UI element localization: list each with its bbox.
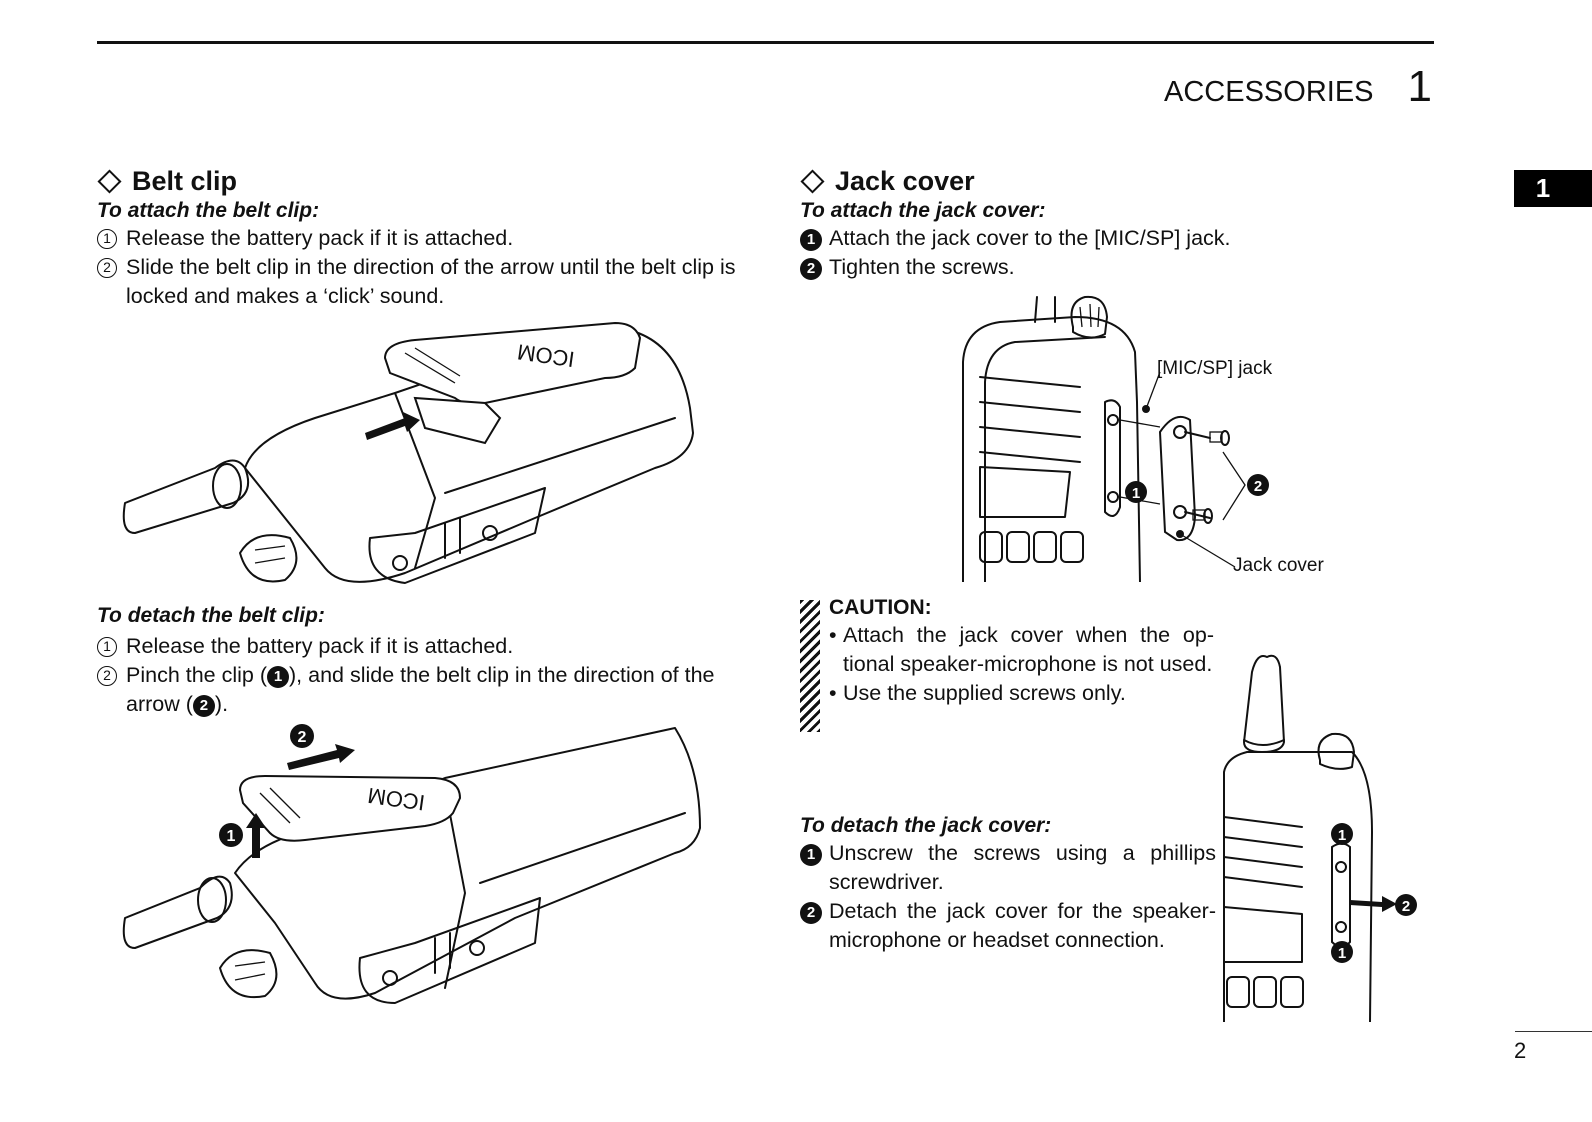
- step-number-icon: 2: [800, 257, 822, 280]
- knob-drawing: [239, 534, 298, 583]
- callout-2-icon: 2: [290, 724, 314, 748]
- cover-leader-line: [1179, 533, 1236, 568]
- belt-clip-drawing: ICOM: [238, 774, 462, 842]
- jack-leader-line: [1145, 371, 1161, 410]
- belt-clip-attach-illustration: ICOM: [122, 321, 694, 584]
- antenna-drawing: [122, 875, 233, 949]
- list-item: 1 Attach the jack cover to the [MIC/SP] …: [800, 224, 1420, 253]
- callout-2-icon: 2: [1247, 474, 1269, 496]
- belt-clip-section: Belt clip To attach the belt clip: 1 Rel…: [97, 166, 737, 311]
- callout-ref-icon: 1: [267, 665, 290, 688]
- svg-text:1: 1: [1132, 485, 1140, 502]
- jack-cover-attach-heading: To attach the jack cover:: [800, 199, 1046, 222]
- belt-clip-attach-steps: 1 Release the battery pack if it is atta…: [97, 224, 737, 311]
- bullet-icon: •: [829, 681, 837, 705]
- jack-cover-title: Jack cover: [800, 166, 1420, 197]
- list-item: 2 Pinch the clip (1), and slide the belt…: [97, 661, 737, 719]
- list-item: 1 Release the battery pack if it is atta…: [97, 632, 737, 661]
- radio-front-drawing: [1223, 732, 1373, 1022]
- list-item: • Use the supplied screws only.: [829, 679, 1214, 708]
- screw-bracket-line: [1222, 451, 1246, 521]
- jack-cover-section: Jack cover To attach the jack cover: 1 A…: [800, 166, 1420, 282]
- jack-cover-attach-steps: 1 Attach the jack cover to the [MIC/SP] …: [800, 224, 1420, 282]
- list-item: 1 Unscrew the screws using a phillips sc…: [800, 839, 1216, 897]
- chapter-header: ACCESSORIES 1: [1164, 62, 1432, 112]
- page-number: 2: [1514, 1038, 1527, 1063]
- mic-sp-jack-label: [MIC/SP] jack: [1157, 358, 1273, 379]
- slide-arrow-icon: [287, 744, 355, 770]
- header-rule: [97, 41, 1434, 44]
- diamond-icon: [97, 169, 122, 194]
- caution-hatch-bar: [800, 600, 820, 732]
- diamond-icon: [800, 169, 825, 194]
- jack-cover-detach-section: To detach the jack cover: 1 Unscrew the …: [800, 814, 1216, 955]
- radio-body-drawing: [234, 727, 701, 1004]
- belt-clip-drawing: ICOM: [383, 321, 642, 445]
- caution-box: CAUTION: • Attach the jack cover when th…: [829, 596, 1214, 708]
- bullet-icon: •: [829, 623, 837, 647]
- jack-cover-detach-illustration: 1 2 1: [1223, 654, 1417, 1022]
- remove-arrow-icon: [1350, 896, 1397, 912]
- list-item: 2 Detach the jack cover for the speak­er…: [800, 897, 1216, 955]
- step-number-icon: 1: [800, 843, 822, 866]
- footer-rule: [1515, 1031, 1592, 1032]
- antenna-drawing: [1243, 654, 1285, 753]
- belt-clip-detach-illustration: ICOM 1 2: [122, 724, 701, 1004]
- callout-1-icon: 1: [1125, 481, 1147, 503]
- svg-text:2: 2: [1254, 478, 1262, 495]
- svg-text:2: 2: [298, 729, 307, 746]
- belt-clip-attach-heading: To attach the belt clip:: [97, 199, 320, 222]
- belt-clip-detach-section: To detach the belt clip: 1 Release the b…: [97, 604, 737, 719]
- callout-1-icon: 1: [219, 823, 243, 847]
- belt-clip-title: Belt clip: [97, 166, 737, 197]
- up-arrow-icon: [246, 813, 266, 858]
- slide-arrow-icon: [365, 412, 420, 440]
- step-number-icon: 2: [800, 901, 822, 924]
- step-number-icon: 1: [800, 228, 822, 251]
- step-number-icon: 2: [97, 665, 117, 686]
- callout-2-icon: 2: [1395, 894, 1417, 916]
- list-item: 2 Slide the belt clip in the direction o…: [97, 253, 737, 311]
- knob-drawing: [219, 949, 278, 999]
- svg-text:2: 2: [1402, 898, 1410, 915]
- step-number-icon: 1: [97, 228, 117, 249]
- svg-text:1: 1: [1338, 945, 1346, 962]
- belt-clip-detach-heading: To detach the belt clip:: [97, 604, 325, 627]
- svg-text:1: 1: [227, 828, 236, 845]
- screw-icon: [1184, 430, 1230, 524]
- list-item: 1 Release the battery pack if it is atta…: [97, 224, 737, 253]
- jack-cover-attach-illustration: 1 2: [962, 295, 1269, 582]
- chapter-tab-marker: 1: [1514, 170, 1592, 207]
- callout-1-icon: 1: [1331, 823, 1353, 845]
- callout-ref-icon: 2: [192, 694, 215, 717]
- jack-cover-drawing: [1119, 405, 1197, 542]
- belt-clip-detach-steps: 1 Release the battery pack if it is atta…: [97, 632, 737, 719]
- callout-1-icon: 1: [1331, 941, 1353, 963]
- caution-heading: CAUTION:: [829, 596, 932, 619]
- radio-front-drawing: [962, 295, 1141, 582]
- svg-text:1: 1: [1338, 827, 1346, 844]
- list-item: 2 Tighten the screws.: [800, 253, 1420, 282]
- jack-cover-label: Jack cover: [1233, 555, 1324, 576]
- chapter-title: ACCESSORIES: [1164, 76, 1374, 108]
- list-item: • Attach the jack cover when the op­tion…: [829, 621, 1214, 679]
- jack-cover-detach-heading: To detach the jack cover:: [800, 814, 1052, 837]
- chapter-number: 1: [1407, 62, 1432, 111]
- antenna-drawing: [122, 459, 249, 534]
- step-number-icon: 2: [97, 257, 117, 278]
- step-number-icon: 1: [97, 636, 117, 657]
